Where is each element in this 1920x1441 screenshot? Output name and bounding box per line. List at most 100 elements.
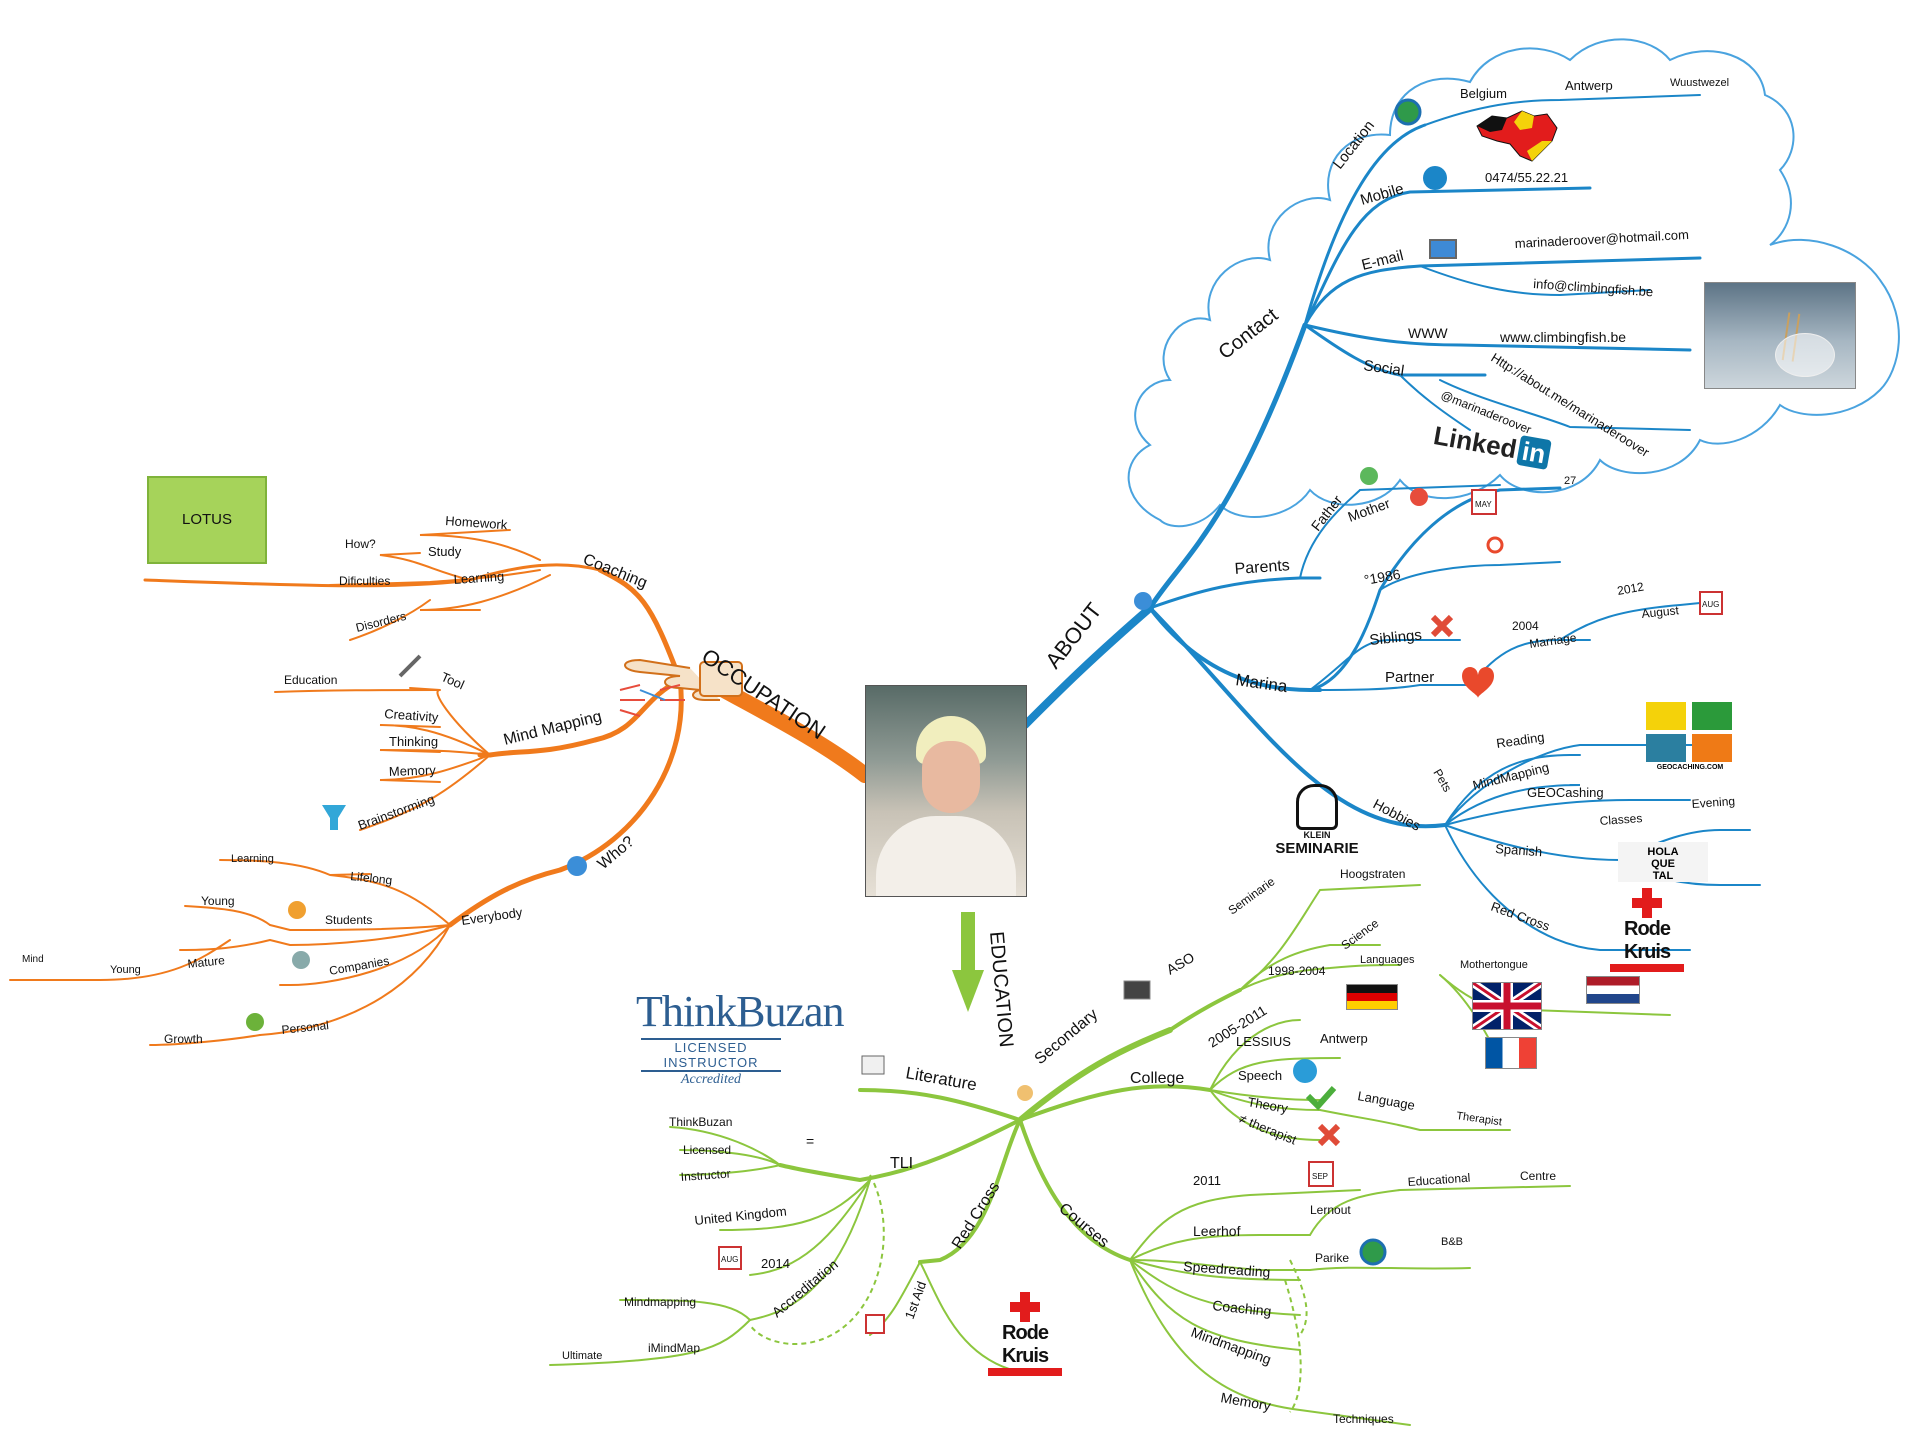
red-cross-icon xyxy=(1632,888,1662,918)
learning-coaching-label: Learning xyxy=(453,568,505,586)
red-cross-label: Red Cross xyxy=(949,1179,1003,1252)
mobile-value: 0474/55.22.21 xyxy=(1485,170,1568,185)
thinking-label: Thinking xyxy=(389,734,438,749)
geocaching-blue-tile xyxy=(1646,734,1686,762)
therapist-label: Therapist xyxy=(1456,1110,1503,1128)
father-label: Father xyxy=(1308,492,1346,534)
uk-label: United Kingdom xyxy=(694,1203,788,1228)
mother-icon xyxy=(1410,488,1428,506)
rode-kruis-bar-education xyxy=(988,1368,1062,1376)
hola-que-tal-logo: HOLA QUE TAL xyxy=(1618,842,1708,882)
partner-label: Partner xyxy=(1385,669,1434,686)
memory-occupation-label: Memory xyxy=(389,762,437,779)
uk-flag-cross xyxy=(1470,979,1544,1033)
wuustwezel-label: Wuustwezel xyxy=(1670,77,1729,89)
parike-label: Parike xyxy=(1315,1251,1349,1265)
calendar-aug-label-tli: AUG xyxy=(721,1255,738,1264)
rode-kruis-logo-education: Rode Kruis xyxy=(980,1292,1070,1376)
profile-photo xyxy=(865,685,1027,897)
ultimate-label: Ultimate xyxy=(562,1350,602,1362)
secondary-label: Secondary xyxy=(1032,1006,1102,1068)
speech-label: Speech xyxy=(1238,1068,1282,1083)
creativity-label: Creativity xyxy=(384,706,440,725)
lessius-label: LESSIUS xyxy=(1236,1034,1291,1049)
geocaching-logo: GEOCACHING.COM xyxy=(1646,702,1734,771)
geocaching-yellow-tile xyxy=(1646,702,1686,730)
centre-label: Centre xyxy=(1520,1169,1556,1183)
geocaching-logo-text: GEOCACHING.COM xyxy=(1656,764,1724,771)
about-branch xyxy=(1021,94,1761,951)
climbing-fish-image xyxy=(1704,282,1856,389)
que-word: QUE xyxy=(1651,858,1675,870)
pointing-hand-icon xyxy=(624,658,743,701)
spanish-label: Spanish xyxy=(1495,841,1543,859)
lernout-label: Lernout xyxy=(1310,1203,1351,1217)
coaching-label: Coaching xyxy=(581,551,650,592)
book-icon xyxy=(861,1055,885,1075)
mindmapping-tli-label: Mindmapping xyxy=(624,1295,696,1309)
tal-word: TAL xyxy=(1652,870,1674,882)
instructor-label: Instructor xyxy=(680,1167,731,1184)
evening-label: Evening xyxy=(1691,794,1735,811)
seminarie-crest-icon xyxy=(1296,784,1338,830)
hobbies-label: Hobbies xyxy=(1371,796,1424,834)
globe-icon-parike xyxy=(1359,1238,1387,1266)
calendar-aug-icon-about xyxy=(1699,591,1723,615)
study-label: Study xyxy=(428,544,462,559)
france-flag-icon xyxy=(1485,1037,1537,1069)
licensed-label: Licensed xyxy=(683,1143,731,1157)
birth-day-label: 27 xyxy=(1564,475,1576,487)
aso-label: ASO xyxy=(1164,949,1198,978)
mature-label: Mature xyxy=(187,953,226,971)
phone-icon xyxy=(1423,166,1447,190)
therapist-neq-label: ≠ therapist xyxy=(1237,1111,1299,1148)
education-label: EDUCATION xyxy=(985,931,1017,1049)
lifelong-label: Lifelong xyxy=(350,869,393,887)
seminarie-logo-small: KLEIN xyxy=(1303,830,1331,840)
calendar-may-icon xyxy=(1471,489,1497,515)
dashed-connectors xyxy=(749,1174,1308,1413)
female-symbol-icon xyxy=(1486,536,1504,554)
uk-flag-icon xyxy=(1470,979,1544,1033)
blackboard-icon xyxy=(1123,980,1151,1000)
rode-kruis-bar xyxy=(1610,964,1684,972)
fishbowl-shape xyxy=(1775,333,1835,377)
rode-kruis-logo-about: Rode Kruis xyxy=(1602,888,1692,972)
homework-label: Homework xyxy=(445,513,509,532)
mind-who-label: Mind xyxy=(22,954,44,965)
plant-icon xyxy=(246,1013,264,1031)
techniques-label: Techniques xyxy=(1333,1412,1394,1426)
theory-label: Theory xyxy=(1246,1094,1289,1116)
memory-course-label: Memory xyxy=(1219,1389,1272,1414)
rode-kruis-text: Rode Kruis xyxy=(1623,918,1671,963)
august-label: August xyxy=(1641,603,1680,621)
learning-who-label: Learning xyxy=(231,853,274,865)
mind-map-icon xyxy=(619,684,685,717)
social-label: Social xyxy=(1362,357,1405,380)
mother-label: Mother xyxy=(1346,495,1393,525)
students-icon xyxy=(288,901,306,919)
thinkbuzan-logo-band: LICENSED INSTRUCTOR xyxy=(641,1038,781,1072)
courses-year-label: 2011 xyxy=(1193,1173,1221,1188)
hoogstraten-label: Hoogstraten xyxy=(1340,867,1405,881)
red-cross-icon-education xyxy=(1010,1292,1040,1322)
disorders-label: Disorders xyxy=(354,609,407,635)
about-label: ABOUT xyxy=(1040,598,1106,673)
x-mark-icon xyxy=(1430,614,1454,638)
antwerp-label-about: Antwerp xyxy=(1565,78,1613,93)
hola-word: HOLA xyxy=(1647,846,1679,858)
germany-flag-icon xyxy=(1346,984,1398,1010)
birth-year-label: °1986 xyxy=(1363,566,1402,588)
classes-label: Classes xyxy=(1599,811,1643,828)
rode-kruis-text-education: Rode Kruis xyxy=(1001,1322,1049,1367)
antwerp-college-label: Antwerp xyxy=(1320,1031,1368,1046)
first-aid-icon xyxy=(865,1314,885,1334)
courses-label: Courses xyxy=(1055,1200,1112,1251)
partner-year1: 2004 xyxy=(1512,619,1539,633)
computer-icon xyxy=(1429,239,1457,259)
calendar-sep-label: SEP xyxy=(1312,1172,1328,1181)
calendar-may-label: MAY xyxy=(1475,500,1492,509)
marriage-label: Marriage xyxy=(1528,630,1577,650)
pets-label: Pets xyxy=(1430,767,1454,795)
